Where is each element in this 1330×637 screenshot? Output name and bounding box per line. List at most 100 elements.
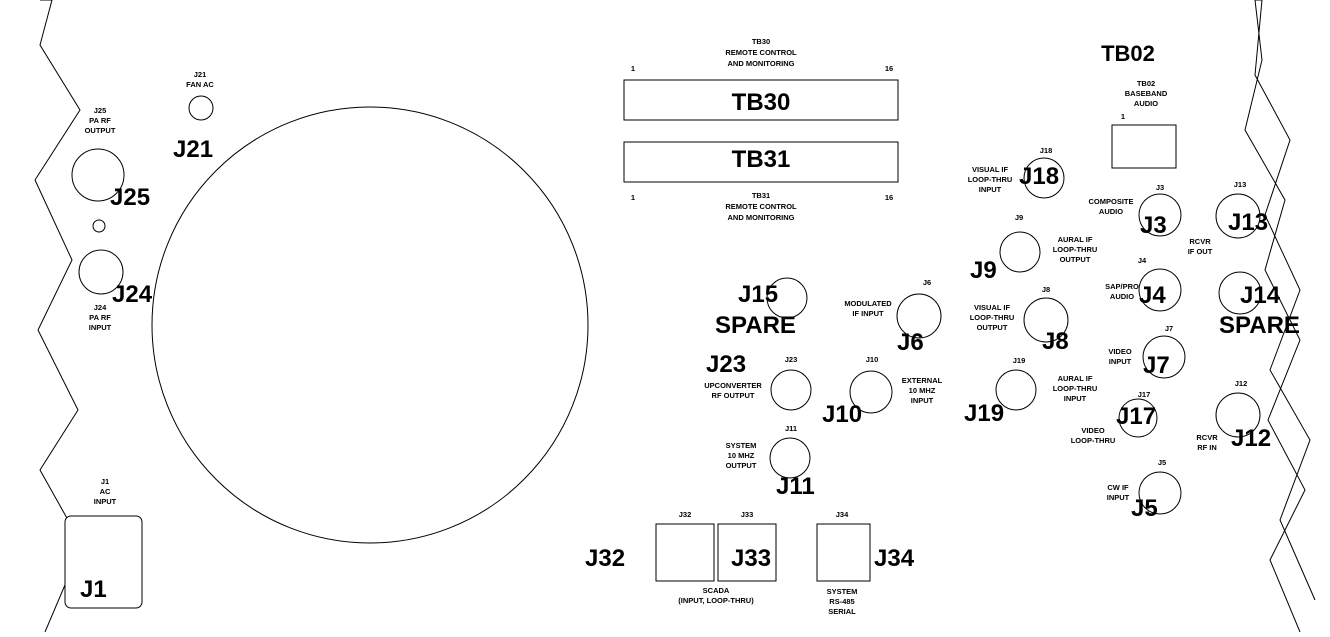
j17-connector — [1118, 398, 1158, 438]
j24-label-1: J24 — [94, 303, 107, 312]
j23-tag: J23 — [706, 351, 746, 378]
j10-label-3: 10 MHZ — [909, 386, 936, 395]
j19-label-2: AURAL IF — [1058, 374, 1093, 383]
j32-label: J32 — [679, 510, 692, 519]
j7-label-1: J7 — [1165, 324, 1173, 333]
j6-connector — [896, 293, 942, 339]
j18-tag: J18 — [1019, 163, 1059, 190]
j3-label-2: COMPOSITE — [1088, 197, 1133, 206]
j14-tag: J14 — [1240, 282, 1281, 309]
j5-label-3: INPUT — [1107, 493, 1130, 502]
j13-tag: J13 — [1228, 209, 1268, 236]
j34-label-1: J34 — [836, 510, 849, 519]
j19-connector — [995, 369, 1037, 411]
j17-tag: J17 — [1116, 403, 1156, 430]
j12-label-1: J12 — [1235, 379, 1248, 388]
j25-label-3: OUTPUT — [85, 126, 116, 135]
j1-connector — [64, 515, 143, 609]
j34-label-4: SERIAL — [828, 607, 856, 616]
j10-tag: J10 — [822, 401, 862, 428]
j9-label-2: AURAL IF — [1058, 235, 1093, 244]
j23-label-3: RF OUTPUT — [712, 391, 755, 400]
j8-label-2: VISUAL IF — [974, 303, 1011, 312]
panel-outline — [34, 0, 1316, 633]
j9-label-3: LOOP-THRU — [1053, 245, 1098, 254]
j25-label-2: PA RF — [89, 116, 111, 125]
j4-tag: J4 — [1139, 282, 1166, 309]
j34-label-3: RS-485 — [829, 597, 854, 606]
tb02-pin-first: 1 — [1121, 112, 1125, 121]
j19-label-1: J19 — [1013, 356, 1026, 365]
tb30-label-1: TB30 — [752, 37, 770, 46]
j8-connector — [1023, 297, 1069, 343]
j5-label-1: J5 — [1158, 458, 1166, 467]
j34-label-2: SYSTEM — [827, 587, 858, 596]
j7-connector — [1142, 335, 1186, 379]
page-title: TB02 — [1101, 41, 1155, 66]
tb31-label-1: TB31 — [752, 191, 770, 200]
j12-label-3: RF IN — [1197, 443, 1217, 452]
j1-label-2: AC — [100, 487, 111, 496]
tb31-pin-first: 1 — [631, 193, 635, 202]
tb30-label-3: AND MONITORING — [728, 59, 795, 68]
j15-tag: J15 — [738, 281, 778, 308]
j6-tag: J6 — [897, 329, 924, 356]
j7-tag: J7 — [1143, 352, 1170, 379]
j6-label-2: MODULATED — [844, 299, 892, 308]
indicator-lamp — [92, 219, 106, 233]
tb31-label-2: REMOTE CONTROL — [725, 202, 797, 211]
j1-tag: J1 — [80, 576, 107, 603]
j7-label-3: INPUT — [1109, 357, 1132, 366]
j18-label-3: LOOP-THRU — [968, 175, 1013, 184]
tb30-block — [623, 79, 899, 121]
j17-label-1: J17 — [1138, 390, 1151, 399]
j11-tag: J11 — [776, 473, 815, 500]
j11-label-4: OUTPUT — [726, 461, 757, 470]
j21-label-2: FAN AC — [186, 80, 214, 89]
j10-label-4: INPUT — [911, 396, 934, 405]
j23-label-2: UPCONVERTER — [704, 381, 762, 390]
j8-label-3: LOOP-THRU — [970, 313, 1015, 322]
j23-label-1: J23 — [785, 355, 798, 364]
tb31-block — [623, 141, 899, 183]
j4-label-3: AUDIO — [1110, 292, 1134, 301]
tb02-label-3: AUDIO — [1134, 99, 1158, 108]
j34-tag: J34 — [874, 545, 915, 572]
j6-label-1: J6 — [923, 278, 931, 287]
j3-tag: J3 — [1140, 212, 1167, 239]
scada-label-1: SCADA — [703, 586, 730, 595]
j17-label-3: LOOP-THRU — [1071, 436, 1116, 445]
j25-tag: J25 — [110, 184, 150, 211]
tb30-tag: TB30 — [732, 89, 791, 116]
j4-connector — [1138, 268, 1182, 312]
j23-connector — [770, 369, 812, 411]
j19-label-3: LOOP-THRU — [1053, 384, 1098, 393]
j14-connector — [1218, 271, 1262, 315]
j9-label-1: J9 — [1015, 213, 1023, 222]
j5-connector — [1138, 471, 1182, 515]
j34-connector — [816, 523, 871, 582]
j33-label: J33 — [741, 510, 754, 519]
j3-label-3: AUDIO — [1099, 207, 1123, 216]
j21-connector — [188, 95, 214, 121]
tb02-block — [1111, 124, 1177, 169]
j25-connector — [71, 148, 125, 202]
j8-label-1: J8 — [1042, 285, 1050, 294]
tb30-label-2: REMOTE CONTROL — [725, 48, 797, 57]
j1-label-1: J1 — [101, 477, 109, 486]
j24-label-3: INPUT — [89, 323, 112, 332]
j19-label-4: INPUT — [1064, 394, 1087, 403]
j3-label-1: J3 — [1156, 183, 1164, 192]
j12-tag: J12 — [1231, 425, 1271, 452]
tb31-label-3: AND MONITORING — [728, 213, 795, 222]
tb31-tag: TB31 — [732, 146, 791, 173]
j18-label-4: INPUT — [979, 185, 1002, 194]
j5-tag: J5 — [1131, 495, 1158, 522]
j7-label-2: VIDEO — [1108, 347, 1132, 356]
j4-label-2: SAP/PRO — [1105, 282, 1139, 291]
j18-label-2: VISUAL IF — [972, 165, 1009, 174]
j24-label-2: PA RF — [89, 313, 111, 322]
j11-label-3: 10 MHZ — [728, 451, 755, 460]
j9-tag: J9 — [970, 257, 997, 284]
